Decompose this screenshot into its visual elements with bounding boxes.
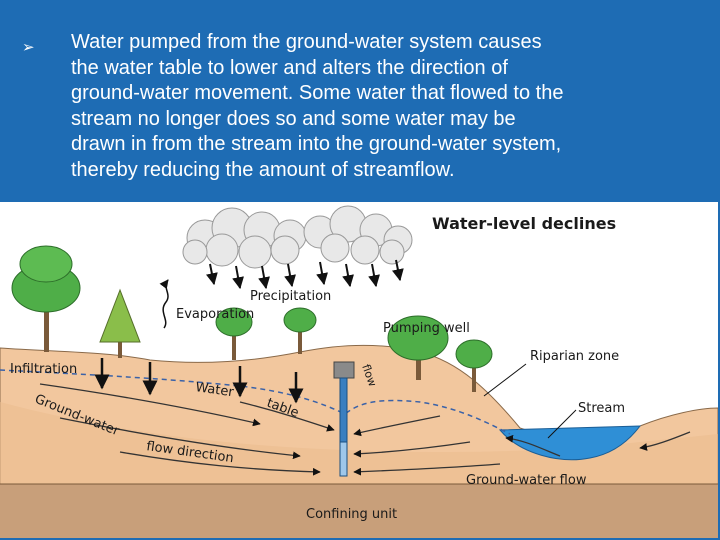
bullet-line: stream no longer does so and some water …: [71, 107, 711, 133]
infiltration-label: Infiltration: [10, 362, 77, 377]
precipitation-label: Precipitation: [250, 289, 331, 304]
evaporation-label: Evaporation: [176, 307, 254, 322]
bullet-text: Water pumped from the ground-water syste…: [71, 30, 711, 184]
stream-label: Stream: [578, 401, 625, 416]
diagram-title: Water-level declines: [432, 214, 616, 233]
gw-flow-label: Ground-water flow: [466, 473, 587, 488]
bullet-line: the water table to lower and alters the …: [71, 56, 711, 82]
confining-unit-label: Confining unit: [306, 507, 397, 522]
water-level-diagram: Water-level declines Precipitation Evapo…: [0, 202, 718, 538]
bullet-line: thereby reducing the amount of streamflo…: [71, 158, 711, 184]
bullet-line: ground-water movement. Some water that f…: [71, 81, 711, 107]
bullet-line: drawn in from the stream into the ground…: [71, 132, 711, 158]
riparian-zone-label: Riparian zone: [530, 349, 619, 364]
pumping-well-label: Pumping well: [383, 321, 470, 336]
bullet-arrow-icon: ➢: [22, 38, 35, 56]
bullet-line: Water pumped from the ground-water syste…: [71, 30, 711, 56]
